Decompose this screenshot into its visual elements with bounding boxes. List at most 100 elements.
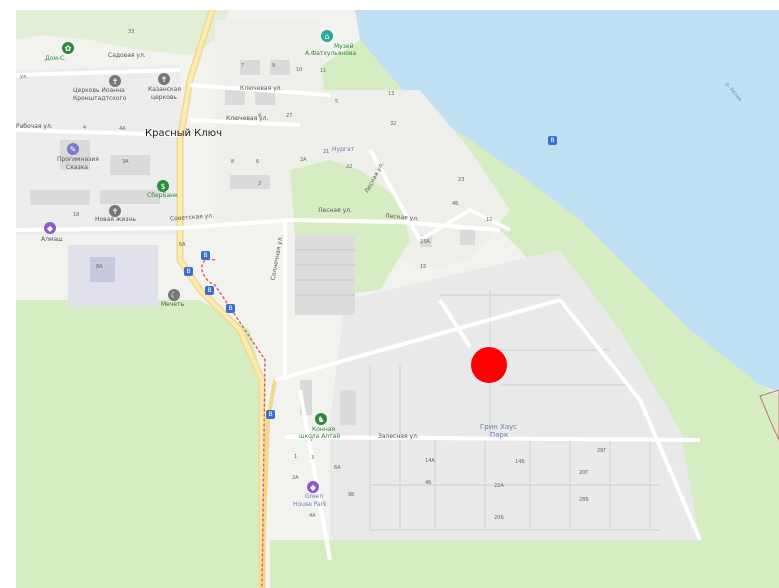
house-number: 2 — [258, 181, 262, 187]
bus-stop-icon-5[interactable]: B — [226, 304, 235, 313]
house-number: 21 — [323, 149, 330, 155]
house-number: 20Г — [579, 470, 589, 476]
mosque-pin-icon[interactable]: ☾ — [168, 289, 180, 301]
house-number: 10 — [296, 67, 303, 73]
poi-label-new-life[interactable]: Новая жизнь — [95, 216, 136, 223]
church-pin-icon-3[interactable]: ✝ — [109, 205, 121, 217]
shop-pin-icon[interactable]: ◆ — [44, 222, 56, 234]
park-north — [16, 10, 230, 55]
street-label-klyuchevaya: Ключевая ул. — [240, 85, 283, 92]
house-number: 12 — [486, 217, 493, 223]
street-label-rabochaya: Рабочая ул. — [16, 123, 53, 130]
house-number: 7 — [241, 63, 245, 69]
top-margin — [0, 0, 779, 10]
left-margin — [0, 0, 16, 588]
street-label-sadovaya: Садовая ул. — [108, 52, 146, 59]
house-number: 15 — [420, 264, 427, 270]
poi-label-sberbank[interactable]: СберБанк — [147, 192, 178, 199]
church-pin-icon[interactable]: ✝ — [109, 75, 121, 87]
area-label-grin-haus: Грин Хаус — [480, 423, 518, 431]
poi-label-church-1[interactable]: Церковь Иоанна — [73, 87, 125, 94]
street-label-lesnaya: Лесная ул. — [318, 207, 352, 214]
house-number: 11 — [320, 68, 327, 74]
bus-stop-icon-3[interactable]: B — [184, 267, 193, 276]
parking-lot — [295, 235, 355, 315]
location-marker[interactable] — [471, 347, 507, 383]
house-number: 20Б — [494, 515, 504, 521]
bus-stop-icon[interactable]: B — [548, 136, 557, 145]
house-number: 3 — [311, 455, 315, 461]
house-number: 6 — [256, 159, 260, 165]
parking-stripes — [295, 249, 355, 296]
bank-pin-icon[interactable]: $ — [157, 180, 169, 192]
sports-pin-icon[interactable]: ♞ — [315, 413, 327, 425]
poi-label-shop-2[interactable]: Сказка — [66, 164, 88, 171]
house-number: 13 — [388, 91, 395, 97]
bus-stop-icon-2[interactable]: B — [201, 251, 210, 260]
poi-label-school[interactable]: Конная — [312, 426, 336, 433]
locality-label: Красный Ключ — [145, 128, 223, 139]
roads-minor — [15, 68, 702, 561]
house-number: 23 — [458, 177, 465, 183]
poi-label-school-2[interactable]: школа Алтай — [299, 433, 341, 440]
poi-label-museum-2[interactable]: А.Фатхульянова — [305, 50, 357, 57]
house-number: 22 — [346, 164, 353, 170]
house-number: 22А — [494, 483, 504, 489]
house-number: 14Б — [515, 459, 525, 465]
house-number: 8A — [96, 264, 103, 270]
church-pin-icon-2[interactable]: ✝ — [158, 73, 170, 85]
house-number: 4Б — [452, 201, 459, 207]
house-number: 8 — [231, 159, 235, 165]
green-southwest — [16, 300, 262, 588]
green-house-park-area — [330, 250, 700, 560]
house-number: 27 — [286, 113, 293, 119]
house-number: 6A — [179, 242, 186, 248]
street-label-edge: ул. — [20, 74, 28, 80]
poi-label-museum[interactable]: Музей — [334, 43, 354, 50]
house-number: 4 — [258, 113, 262, 119]
street-label-zalesnaya: Залесная ул. — [378, 433, 419, 440]
house-number: 4А — [309, 513, 316, 519]
green-south — [270, 540, 720, 588]
house-number: 4 — [83, 125, 87, 131]
school-pin-icon[interactable]: ✎ — [67, 143, 79, 155]
house-number: 9Б — [348, 492, 355, 498]
poi-label-church-1b[interactable]: Кронштадтского — [73, 95, 127, 102]
poi-label-shop[interactable]: Прогимназия — [57, 156, 99, 163]
house-number: 2A — [292, 475, 299, 481]
house-number: 9 — [272, 63, 276, 69]
house-number: 28Б — [579, 497, 589, 503]
house-number: 33 — [128, 29, 135, 35]
mosque-building — [90, 257, 115, 282]
shop-pin-icon-2[interactable]: ◆ — [307, 481, 319, 493]
park-pin-icon[interactable]: ✿ — [62, 42, 74, 54]
poi-label-ghp[interactable]: Green — [305, 493, 324, 500]
poi-label-nurgat[interactable]: Нургат — [332, 146, 355, 153]
house-number: 4A — [119, 126, 126, 132]
poi-label-almash[interactable]: Алмаш — [41, 236, 63, 243]
bus-stop-icon-4[interactable]: B — [205, 286, 214, 295]
poi-label-ghp-2[interactable]: House Park — [293, 501, 327, 508]
house-number: 14А — [425, 458, 435, 464]
house-number: 32 — [390, 121, 397, 127]
poi-label-church-2[interactable]: Казанская — [148, 86, 181, 93]
poi-label-dom[interactable]: Дом-С. — [45, 55, 67, 62]
house-number: 5 — [335, 99, 339, 105]
poi-label-church-2b[interactable]: церковь — [151, 94, 177, 101]
area-label-grin-haus-2: Парк — [490, 431, 509, 439]
street-label-klyuchevaya-2: Ключевая ул. — [226, 115, 269, 122]
house-number: 1 — [294, 454, 298, 460]
house-number: 4Б — [425, 480, 432, 486]
house-number: 6A — [334, 465, 341, 471]
bus-stop-icon-6[interactable]: B — [266, 410, 275, 419]
house-number: 2A — [300, 157, 307, 163]
house-number: 23А — [420, 239, 430, 245]
house-number: 7 — [310, 437, 314, 443]
house-number: 28Г — [597, 448, 607, 454]
poi-label-mosque[interactable]: Мечеть — [161, 301, 185, 308]
house-number: 3A — [122, 159, 129, 165]
house-number: 18 — [73, 212, 80, 218]
museum-pin-icon[interactable]: ⌂ — [321, 30, 333, 42]
